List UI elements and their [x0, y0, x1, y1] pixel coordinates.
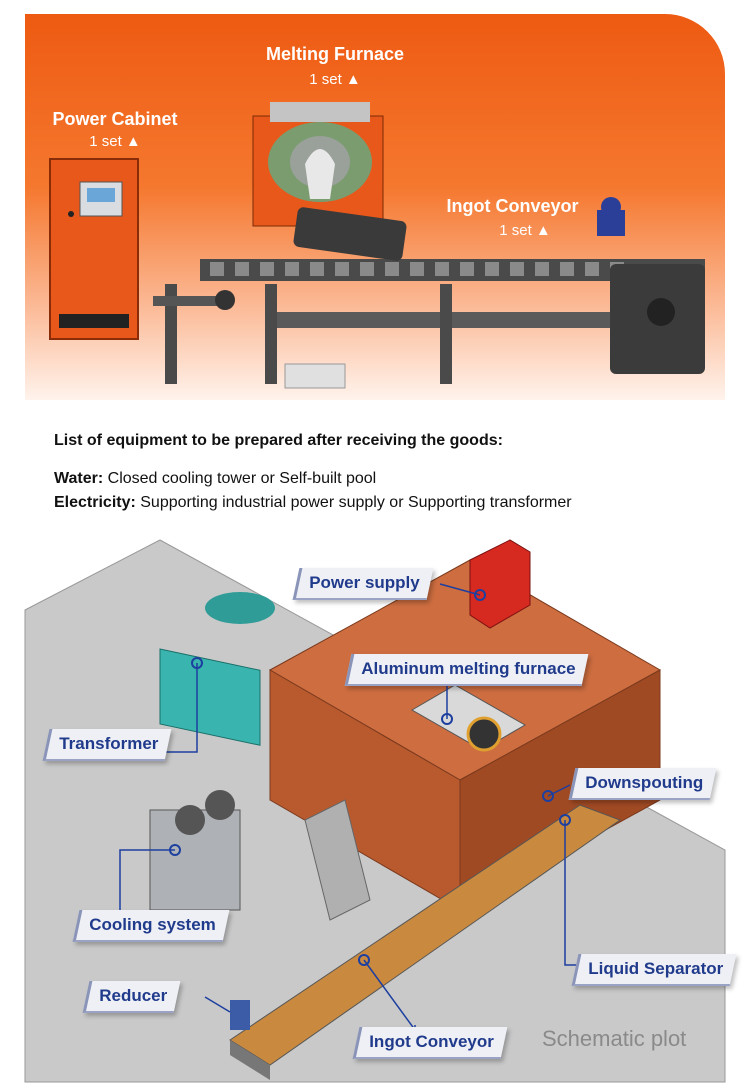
tag-ingot-conveyor: Ingot Conveyor: [352, 1027, 508, 1059]
melting-furnace-label: Melting Furnace: [265, 44, 404, 64]
schematic-illustration: [24, 539, 726, 1083]
water-requirement: Water: Closed cooling tower or Self-buil…: [54, 470, 376, 488]
tag-liquid-separator: Liquid Separator: [571, 954, 737, 986]
water-text: Closed cooling tower or Self-built pool: [103, 470, 377, 487]
tag-power-supply: Power supply: [292, 568, 433, 600]
tag-cooling-system: Cooling system: [72, 910, 229, 942]
power-cabinet-qty: 1 set ▲: [89, 133, 141, 150]
electricity-text: Supporting industrial power supply or Su…: [135, 494, 572, 511]
equipment-photo: [49, 102, 705, 389]
ingot-conveyor-label: Ingot Conveyor: [446, 196, 579, 216]
power-cabinet-label: Power Cabinet: [52, 109, 178, 129]
requirements-title: List of equipment to be prepared after r…: [54, 432, 503, 449]
ingot-conveyor-qty: 1 set ▲: [499, 222, 551, 239]
tag-reducer: Reducer: [82, 981, 181, 1013]
tag-downspouting: Downspouting: [568, 768, 717, 800]
tag-aluminum-melting-furnace: Aluminum melting furnace: [344, 654, 589, 686]
electricity-label: Electricity:: [54, 494, 136, 511]
tag-transformer: Transformer: [42, 729, 172, 761]
melting-furnace-qty: 1 set ▲: [309, 71, 361, 88]
schematic-caption: Schematic plot: [542, 1026, 687, 1051]
water-label: Water:: [54, 470, 104, 487]
electricity-requirement: Electricity: Supporting industrial power…: [54, 494, 572, 512]
product-banner: Melting Furnace 1 set ▲ Power Cabinet 1 …: [25, 14, 725, 400]
